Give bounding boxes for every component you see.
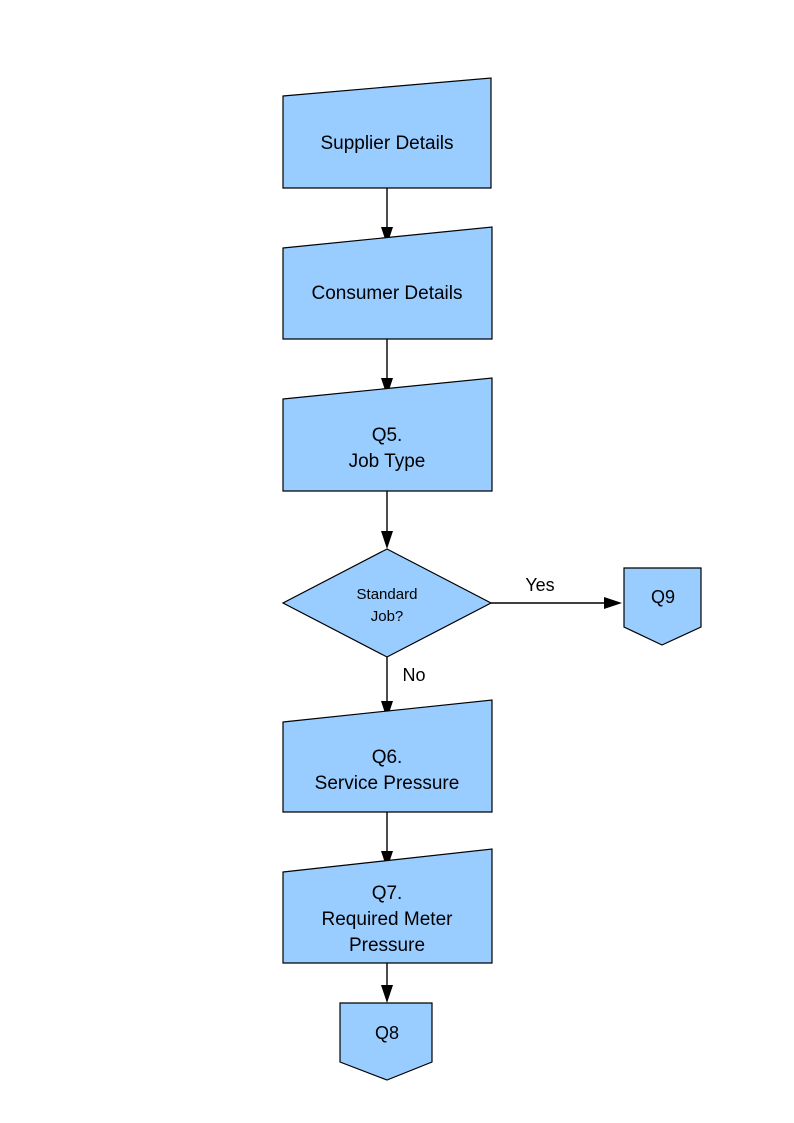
edge-decision-to-q9 xyxy=(491,597,622,609)
manual-input-shape xyxy=(282,699,493,813)
manual-input-shape xyxy=(282,226,493,340)
node-q7-required-meter-pressure[interactable]: Q7. Required Meter Pressure xyxy=(282,848,493,964)
edge-label-no: No xyxy=(402,665,425,685)
arrow-head-icon xyxy=(381,378,393,396)
node-label-q7-line3: Pressure xyxy=(349,935,425,956)
node-label-q5-line1: Q5. xyxy=(372,425,403,446)
node-label-q8: Q8 xyxy=(375,1023,399,1043)
node-consumer-details[interactable]: Consumer Details xyxy=(282,226,493,340)
edge-label-yes: Yes xyxy=(525,575,554,595)
node-label-q7-line2: Required Meter xyxy=(322,909,454,930)
node-supplier-details[interactable]: Supplier Details xyxy=(282,77,492,189)
node-q9-connector[interactable]: Q9 xyxy=(623,567,702,646)
arrow-head-icon xyxy=(381,531,393,549)
node-label-q6-line1: Q6. xyxy=(372,747,403,768)
node-label-q9: Q9 xyxy=(651,587,675,607)
edge-q5-to-decision xyxy=(381,491,393,549)
arrow-head-icon xyxy=(604,597,622,609)
edge-supplier-to-consumer xyxy=(381,188,393,245)
edge-q7-to-q8 xyxy=(381,963,393,1003)
arrow-head-icon xyxy=(381,227,393,245)
decision-diamond-shape xyxy=(281,548,493,658)
off-page-connector-shape xyxy=(339,1002,433,1081)
edge-decision-to-q6 xyxy=(381,657,393,719)
off-page-connector-shape xyxy=(623,567,702,646)
node-q6-service-pressure[interactable]: Q6. Service Pressure xyxy=(282,699,493,813)
node-q5-job-type[interactable]: Q5. Job Type xyxy=(282,377,493,492)
node-label-q6-line2: Service Pressure xyxy=(315,773,460,794)
node-label-q5-line2: Job Type xyxy=(349,451,426,472)
arrow-head-icon xyxy=(381,985,393,1003)
manual-input-shape xyxy=(282,848,493,964)
manual-input-shape xyxy=(282,77,492,189)
edge-consumer-to-q5 xyxy=(381,339,393,396)
node-q8-connector[interactable]: Q8 xyxy=(339,1002,433,1081)
node-standard-job-decision[interactable]: Standard Job? xyxy=(281,548,493,658)
node-label-supplier-details: Supplier Details xyxy=(320,133,453,154)
manual-input-shape xyxy=(282,377,493,492)
node-label-q7-line1: Q7. xyxy=(372,883,403,904)
node-label-decision-line1: Standard xyxy=(357,586,418,603)
node-label-consumer-details: Consumer Details xyxy=(312,283,463,304)
arrow-head-icon xyxy=(381,701,393,719)
node-label-decision-line2: Job? xyxy=(371,608,404,625)
